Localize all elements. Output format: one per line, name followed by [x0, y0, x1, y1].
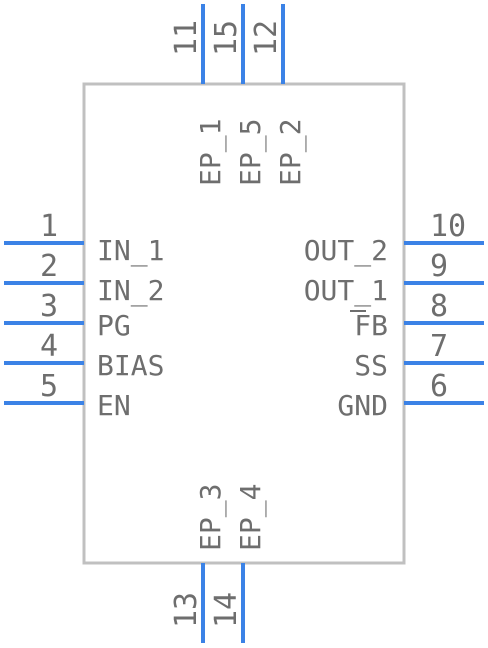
pin-number: 15: [209, 20, 244, 56]
pin-label: IN_1: [97, 234, 164, 268]
right-pin-7[interactable]: 7 SS: [354, 329, 484, 382]
bottom-pin-14[interactable]: 14 EP_4: [209, 484, 268, 643]
pin-label: IN_2: [97, 274, 164, 308]
pin-number: 6: [430, 369, 448, 404]
pin-label: EP_3: [194, 484, 228, 551]
pin-number: 3: [40, 289, 58, 324]
left-pin-5[interactable]: 5 EN: [4, 369, 131, 422]
pin-label: GND: [337, 389, 388, 422]
right-pin-9[interactable]: 9 OUT_1: [304, 249, 484, 308]
pin-number: 2: [40, 249, 58, 284]
pin-number: 12: [249, 20, 284, 56]
pin-label: EP_2: [274, 119, 308, 186]
pin-number: 9: [430, 249, 448, 284]
left-pin-3[interactable]: 3 PG: [4, 289, 131, 342]
top-pin-11[interactable]: 11 EP_1: [169, 4, 228, 186]
pin-number: 10: [430, 209, 466, 244]
bottom-pin-13[interactable]: 13 EP_3: [169, 484, 228, 643]
pin-number: 8: [430, 289, 448, 324]
pin-label: EP_4: [234, 484, 268, 551]
pin-label: SS: [354, 349, 388, 382]
pin-label: OUT_2: [304, 234, 388, 268]
pin-number: 13: [169, 592, 204, 628]
pin-label: BIAS: [97, 349, 164, 382]
component-body: [82, 82, 406, 565]
pin-label: EP_5: [234, 119, 268, 186]
pin-label: PG: [97, 309, 131, 342]
pin-label: EN: [97, 389, 131, 422]
right-pin-6[interactable]: 6 GND: [337, 369, 484, 422]
left-pin-1[interactable]: 1 IN_1: [4, 209, 164, 268]
left-pin-2[interactable]: 2 IN_2: [4, 249, 164, 308]
pin-label: FB: [354, 309, 388, 342]
top-pin-12[interactable]: 12 EP_2: [249, 4, 308, 186]
pin-number: 5: [40, 369, 58, 404]
pin-number: 4: [40, 329, 58, 364]
left-pin-4[interactable]: 4 BIAS: [4, 329, 164, 382]
pin-number: 7: [430, 329, 448, 364]
right-pin-8[interactable]: 8 FB: [350, 289, 484, 342]
right-pin-10[interactable]: 10 OUT_2: [304, 209, 484, 268]
top-pin-15[interactable]: 15 EP_5: [209, 4, 268, 186]
pin-label: OUT_1: [304, 274, 388, 308]
pin-label: EP_1: [194, 119, 228, 186]
pin-number: 1: [40, 209, 58, 244]
pin-number: 14: [209, 592, 244, 628]
pin-number: 11: [169, 20, 204, 56]
